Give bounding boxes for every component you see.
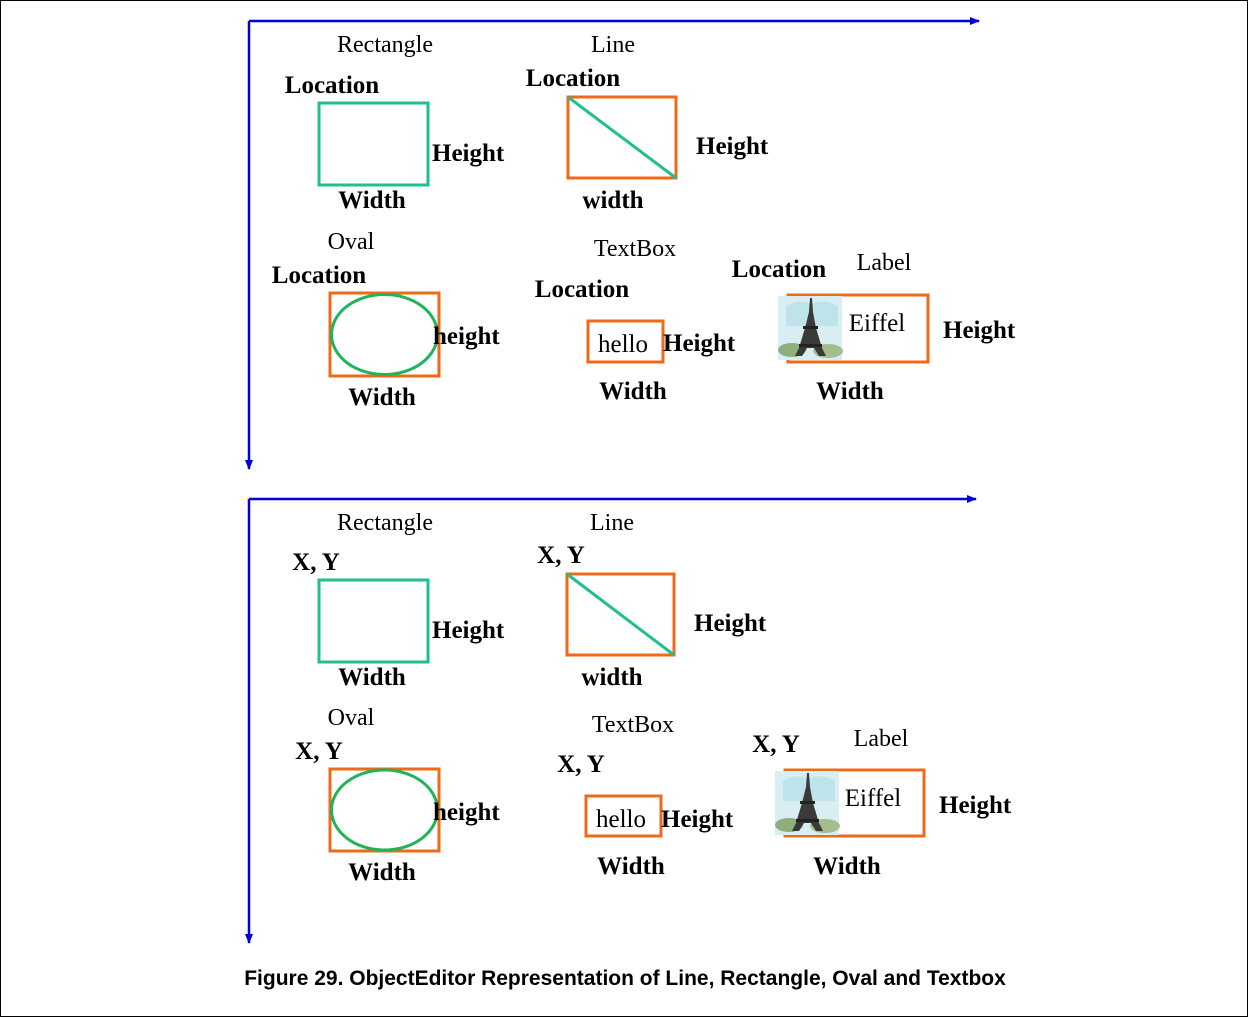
oval-location-label: X, Y bbox=[295, 738, 343, 765]
textbox-height-label: Height bbox=[661, 806, 734, 833]
rectangle-title: Rectangle bbox=[337, 510, 433, 536]
label-text: Eiffel bbox=[849, 310, 906, 337]
textbox-text: hello bbox=[598, 331, 648, 358]
oval-shape bbox=[330, 768, 439, 852]
line-title: Line bbox=[590, 510, 634, 536]
label-title: Label bbox=[857, 250, 912, 276]
textbox-height-label: Height bbox=[663, 330, 736, 357]
panel-xy-wh: Rectangle X, Y Height Width Line X, Y He… bbox=[245, 495, 1012, 944]
textbox-text: hello bbox=[596, 806, 646, 833]
line-width-label: width bbox=[582, 187, 643, 214]
line-location-label: Location bbox=[526, 65, 621, 92]
rectangle-height-label: Height bbox=[432, 617, 505, 644]
figure-caption: Figure 29. ObjectEditor Representation o… bbox=[244, 967, 1006, 990]
textbox-shape bbox=[586, 319, 665, 364]
rectangle-width-label: Width bbox=[338, 664, 406, 691]
oval-width-label: Width bbox=[348, 859, 416, 886]
oval-height-label: height bbox=[433, 799, 500, 826]
textbox-location-label: X, Y bbox=[557, 751, 605, 778]
eiffel-tower-icon bbox=[778, 296, 843, 360]
rectangle-width-label: Width bbox=[338, 187, 406, 214]
rectangle-shape bbox=[317, 578, 430, 664]
rectangle-title: Rectangle bbox=[337, 32, 433, 58]
rectangle-location-label: X, Y bbox=[292, 549, 340, 576]
oval-shape bbox=[330, 293, 439, 376]
textbox-title: TextBox bbox=[592, 712, 674, 738]
line-bounding-box bbox=[565, 572, 676, 657]
textbox-location-label: Location bbox=[535, 276, 630, 303]
label-location-label: Location bbox=[732, 256, 827, 283]
label-height-label: Height bbox=[943, 317, 1016, 344]
line-shape bbox=[567, 95, 677, 180]
label-width-label: Width bbox=[816, 378, 884, 405]
line-shape bbox=[566, 572, 675, 657]
eiffel-tower-icon bbox=[775, 771, 840, 835]
oval-title: Oval bbox=[328, 705, 375, 731]
label-height-label: Height bbox=[939, 792, 1012, 819]
line-location-label: X, Y bbox=[537, 542, 585, 569]
label-title: Label bbox=[854, 726, 909, 752]
label-location-label: X, Y bbox=[752, 731, 800, 758]
rectangle-location-label: Location bbox=[285, 72, 380, 99]
line-bounding-box bbox=[566, 95, 678, 180]
oval-width-label: Width bbox=[348, 384, 416, 411]
oval-title: Oval bbox=[328, 229, 375, 255]
textbox-width-label: Width bbox=[599, 378, 667, 405]
line-height-label: Height bbox=[696, 133, 769, 160]
textbox-title: TextBox bbox=[594, 236, 676, 262]
label-text: Eiffel bbox=[845, 785, 902, 812]
line-width-label: width bbox=[581, 664, 642, 691]
rectangle-shape bbox=[317, 101, 430, 187]
textbox-shape bbox=[584, 794, 663, 838]
line-height-label: Height bbox=[694, 610, 767, 637]
oval-location-label: Location bbox=[272, 262, 367, 289]
oval-height-label: height bbox=[433, 323, 500, 350]
label-width-label: Width bbox=[813, 853, 881, 880]
textbox-width-label: Width bbox=[597, 853, 665, 880]
rectangle-height-label: Height bbox=[432, 140, 505, 167]
line-title: Line bbox=[591, 32, 635, 58]
panel-location-wh: Rectangle Location Height Width Line Loc… bbox=[245, 17, 1016, 470]
